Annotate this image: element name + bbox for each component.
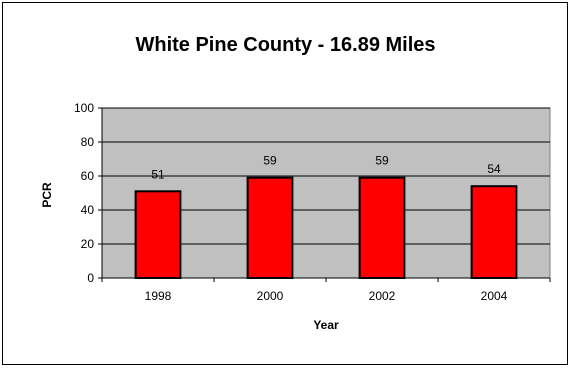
y-tick-label: 60 xyxy=(81,169,95,183)
data-labels: 51 59 59 54 xyxy=(151,154,501,182)
y-tick-label: 0 xyxy=(87,271,94,285)
data-label: 51 xyxy=(151,167,165,181)
x-tick-labels: 1998 2000 2002 2004 xyxy=(145,289,508,303)
x-tick-label: 2000 xyxy=(257,289,284,303)
chart-title: White Pine County - 16.89 Miles xyxy=(135,34,436,56)
bar xyxy=(246,176,294,279)
bar xyxy=(470,185,518,279)
y-tick-label: 40 xyxy=(81,203,95,217)
y-tick-label: 80 xyxy=(81,135,95,149)
bar xyxy=(358,176,406,279)
x-tick-label: 1998 xyxy=(145,289,172,303)
data-label: 59 xyxy=(375,154,389,168)
axes xyxy=(98,107,551,282)
y-tick-label: 100 xyxy=(74,101,94,115)
x-tick-label: 2004 xyxy=(481,289,508,303)
x-axis-label: Year xyxy=(313,318,339,332)
bar xyxy=(134,190,182,279)
data-label: 54 xyxy=(487,162,501,176)
bars xyxy=(134,176,518,279)
y-tick-label: 20 xyxy=(81,237,95,251)
data-label: 59 xyxy=(263,154,277,168)
y-tick-labels: 0 20 40 60 80 100 xyxy=(74,101,94,285)
x-tick-label: 2002 xyxy=(369,289,396,303)
